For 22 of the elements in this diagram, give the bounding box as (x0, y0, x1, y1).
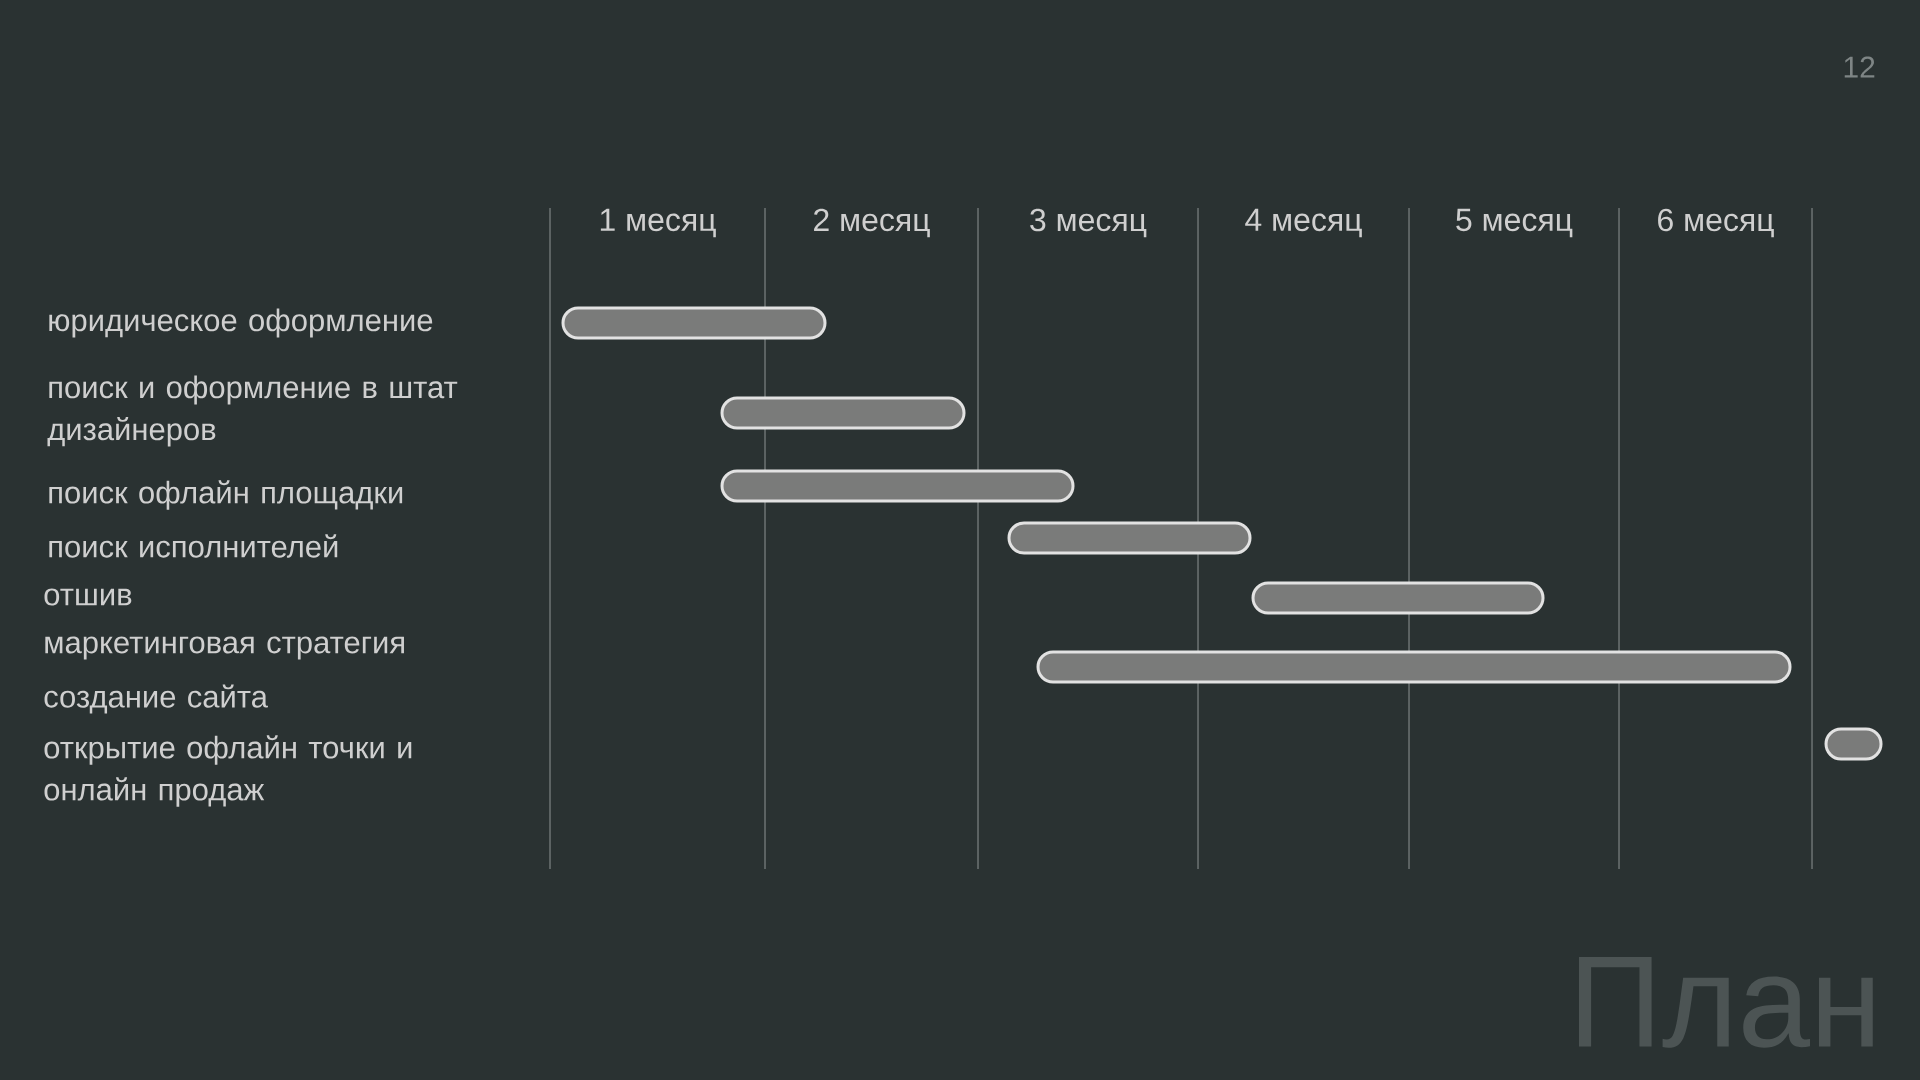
page-number: 12 (1844, 56, 1875, 78)
task-label: поиск офлайн площадки (49, 480, 403, 510)
gantt-bar (720, 396, 966, 430)
task-label: отшив (44, 588, 132, 606)
month-label: 3 месяц (1030, 208, 1147, 238)
month-label: 6 месяц (1658, 208, 1774, 238)
month-label: 2 месяц (814, 208, 930, 238)
gantt-bar (1251, 581, 1545, 615)
gantt-bar (1007, 521, 1252, 555)
task-label: маркетинговая стратегия (45, 636, 404, 660)
month-label: 4 месяц (1245, 208, 1362, 238)
task-label: открытие офлайн точки и онлайн продаж (44, 735, 412, 807)
month-label: 5 месяц (1456, 208, 1573, 238)
task-label: юридическое оформление (49, 308, 433, 338)
gantt-bar (1824, 727, 1883, 761)
month-label: 1 месяц (600, 208, 716, 238)
task-label: поиск и оформление в штат дизайнеров (47, 375, 458, 447)
task-label: создание сайта (44, 684, 268, 714)
task-label: поиск исполнителей (49, 534, 338, 558)
gantt-bar (561, 306, 827, 340)
gantt-bar (720, 469, 1075, 503)
gantt-bar (1036, 650, 1792, 684)
